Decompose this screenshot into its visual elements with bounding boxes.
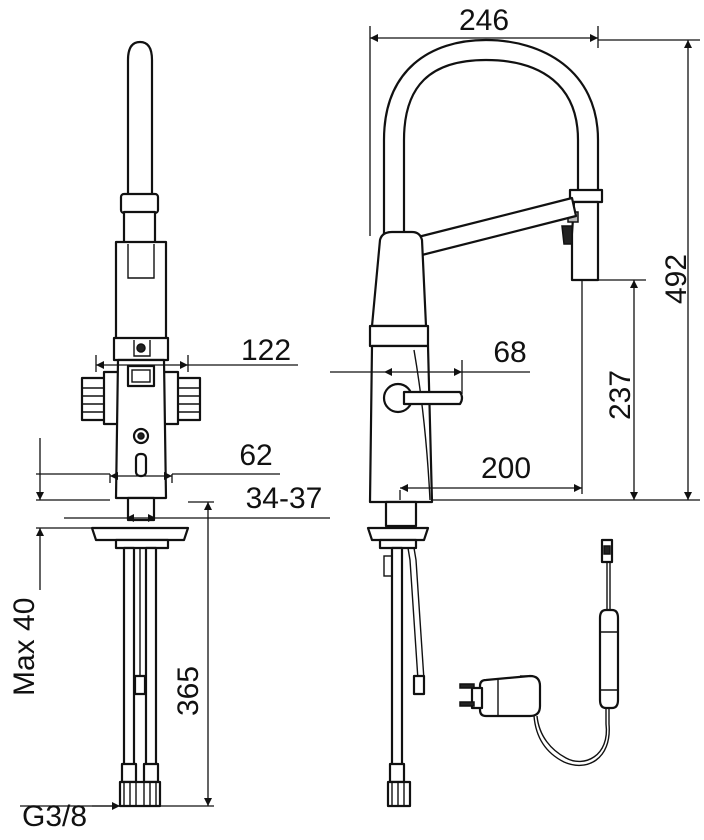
dim-body-width: 122 [241,334,291,367]
front-upper-body [114,240,168,342]
front-base-neck [126,496,156,522]
side-dimensions: 246 492 237 68 200 [330,4,700,501]
dim-outlet-height: 237 [604,370,637,420]
front-hose-left [122,546,136,768]
side-horizontal-arm [412,196,578,258]
side-upper-body [370,230,428,328]
dim-base-width: 62 [239,439,272,472]
side-view [366,38,604,808]
front-view [80,40,202,808]
front-right-knob [160,370,202,426]
front-dimensions: 122 62 34-37 Max 40 365 G3/8 [8,334,330,833]
front-base-plate [90,526,190,542]
dim-hose-length: 365 [172,666,205,716]
side-base-plate [366,526,430,542]
dim-hole-diameter: 34-37 [246,482,323,515]
power-adapter-illustration [459,538,620,767]
dim-max-counter-thickness: Max 40 [8,598,41,696]
front-spout-tube [126,40,154,197]
dim-total-height: 492 [660,254,693,304]
dim-handle-width: 68 [493,336,526,369]
front-left-knob [80,370,122,426]
side-handle-lever [402,390,464,406]
dim-total-width: 246 [459,4,509,37]
side-lower-body [368,344,434,504]
adapter-control-box [598,608,620,710]
front-hose-right [144,546,158,768]
front-spout-collar [119,192,160,215]
dim-spout-reach: 200 [481,452,531,485]
adapter-wall-plug [478,674,542,718]
dim-connection-thread: G3/8 [22,800,87,833]
